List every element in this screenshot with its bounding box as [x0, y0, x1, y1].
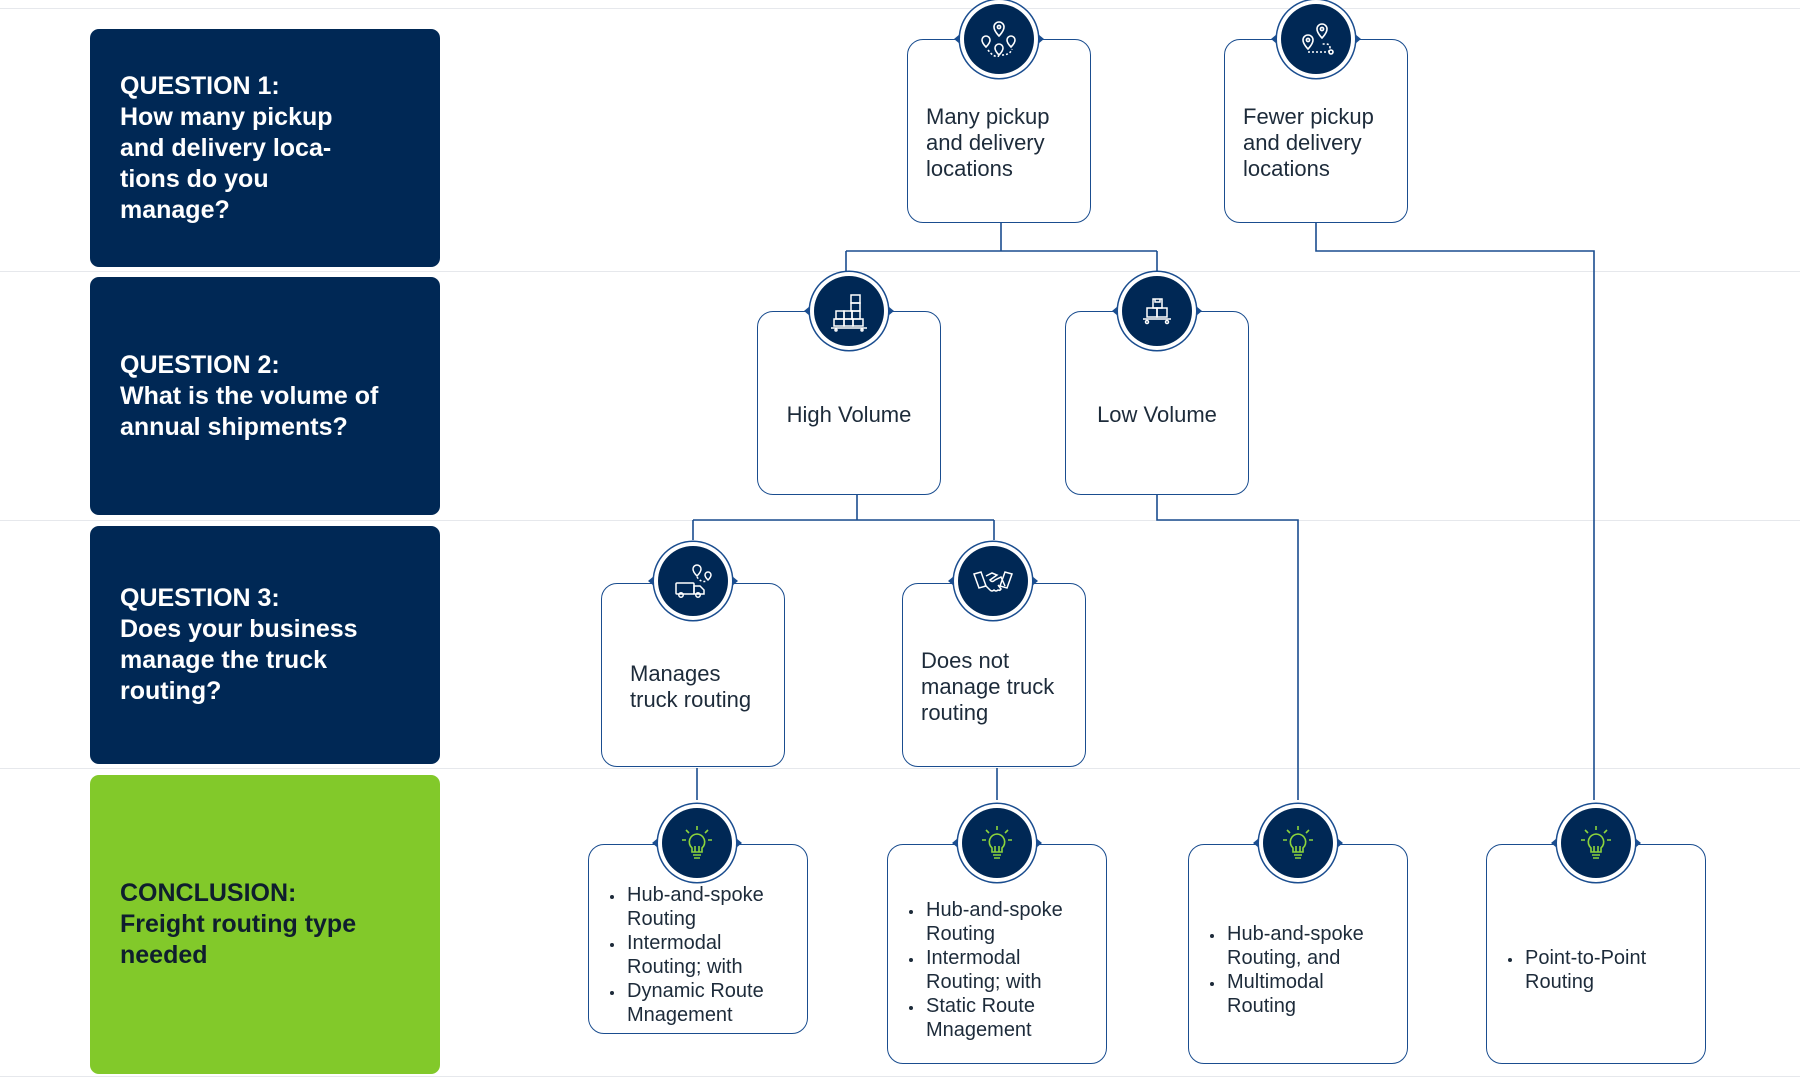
row-divider [0, 271, 1800, 272]
badge-conclusion-2 [952, 808, 1042, 878]
few-boxes-icon [1143, 298, 1171, 325]
node-low-volume-label: Low Volume [1097, 402, 1217, 427]
route-pins-icon [1302, 23, 1334, 55]
question-3-title: QUESTION 3: [120, 584, 280, 612]
stacked-boxes-icon [831, 294, 867, 332]
row-divider [0, 768, 1800, 769]
node-fewer-locations-label: Fewer pickup and delivery locations [1243, 104, 1374, 181]
badge-not-manage-routing [948, 546, 1038, 616]
row-divider [0, 1076, 1800, 1077]
connector-low-to-conclusion [1156, 495, 1299, 800]
conclusion-2-item: Static Route Mnagement [924, 994, 1096, 1042]
question-1-title: QUESTION 1: [120, 71, 280, 100]
question-3-box: QUESTION 3: Does your business manage th… [90, 526, 440, 764]
multiple-locations-icon [981, 21, 1016, 58]
row-divider [0, 8, 1800, 9]
conclusion-1-list: Hub-and-spoke Routing Intermodal Routing… [605, 883, 797, 1027]
badge-manages-routing [648, 546, 738, 616]
conclusion-card-4: Point-to-Point Routing [1486, 844, 1706, 1064]
lightbulb-icon [682, 826, 712, 859]
question-2-text: What is the volume of annual shipments? [120, 381, 379, 441]
badge-conclusion-3 [1253, 808, 1343, 878]
node-manages-routing-label: Manages truck routing [630, 661, 752, 712]
conclusion-card-2: Hub-and-spoke Routing Intermodal Routing… [887, 844, 1107, 1064]
node-not-manage-routing-label: Does not manage truck routing [921, 648, 1055, 725]
lightbulb-icon [1581, 826, 1611, 859]
question-2-title: QUESTION 2: [120, 350, 280, 379]
conclusion-1-item: Dynamic Route Mnagement [625, 979, 797, 1027]
question-1-text: How many pickup and delivery loca-tions … [120, 102, 333, 224]
conclusion-1-item: Intermodal Routing; with [625, 931, 797, 979]
handshake-icon [973, 571, 1013, 592]
badge-high-volume [804, 276, 894, 346]
conclusion-card-3: Hub-and-spoke Routing, and Multimodal Ro… [1188, 844, 1408, 1064]
conclusion-4-item: Point-to-Point Routing [1523, 946, 1695, 994]
question-2-box: QUESTION 2: What is the volume of annual… [90, 277, 440, 515]
lightbulb-icon [982, 826, 1012, 859]
conclusion-1-item: Hub-and-spoke Routing [625, 883, 797, 931]
question-1-box: QUESTION 1: How many pickup and delivery… [90, 29, 440, 267]
node-many-locations-label: Many pickup and delivery locations [926, 104, 1050, 181]
badge-low-volume [1112, 276, 1202, 346]
conclusion-2-item: Hub-and-spoke Routing [924, 898, 1096, 946]
badge-conclusion-4 [1551, 808, 1641, 878]
conclusion-3-item: Multimodal Routing [1225, 970, 1397, 1018]
badge-conclusion-1 [652, 808, 742, 878]
connector-high-to-routing [692, 495, 995, 540]
node-high-volume-label: High Volume [786, 402, 912, 427]
truck-route-icon [675, 564, 712, 598]
conclusion-3-list: Hub-and-spoke Routing, and Multimodal Ro… [1205, 922, 1397, 1018]
conclusion-2-item: Intermodal Routing; with [924, 946, 1096, 994]
lightbulb-icon [1283, 826, 1313, 859]
conclusion-4-list: Point-to-Point Routing [1503, 946, 1695, 994]
badge-many-locations [954, 4, 1044, 74]
badge-fewer-locations [1271, 4, 1361, 74]
conclusion-2-list: Hub-and-spoke Routing Intermodal Routing… [904, 898, 1096, 1042]
connector-fewer-to-p2p [1315, 223, 1595, 800]
conclusion-3-item: Hub-and-spoke Routing, and [1225, 922, 1397, 970]
conclusion-text: Freight routing type needed [120, 910, 357, 969]
conclusion-box: CONCLUSION: Freight routing type needed [90, 775, 440, 1074]
conclusion-title: CONCLUSION: [120, 879, 297, 907]
question-3-text: Does your business manage the truck rout… [120, 615, 358, 705]
connector-many-to-volume [845, 223, 1158, 272]
